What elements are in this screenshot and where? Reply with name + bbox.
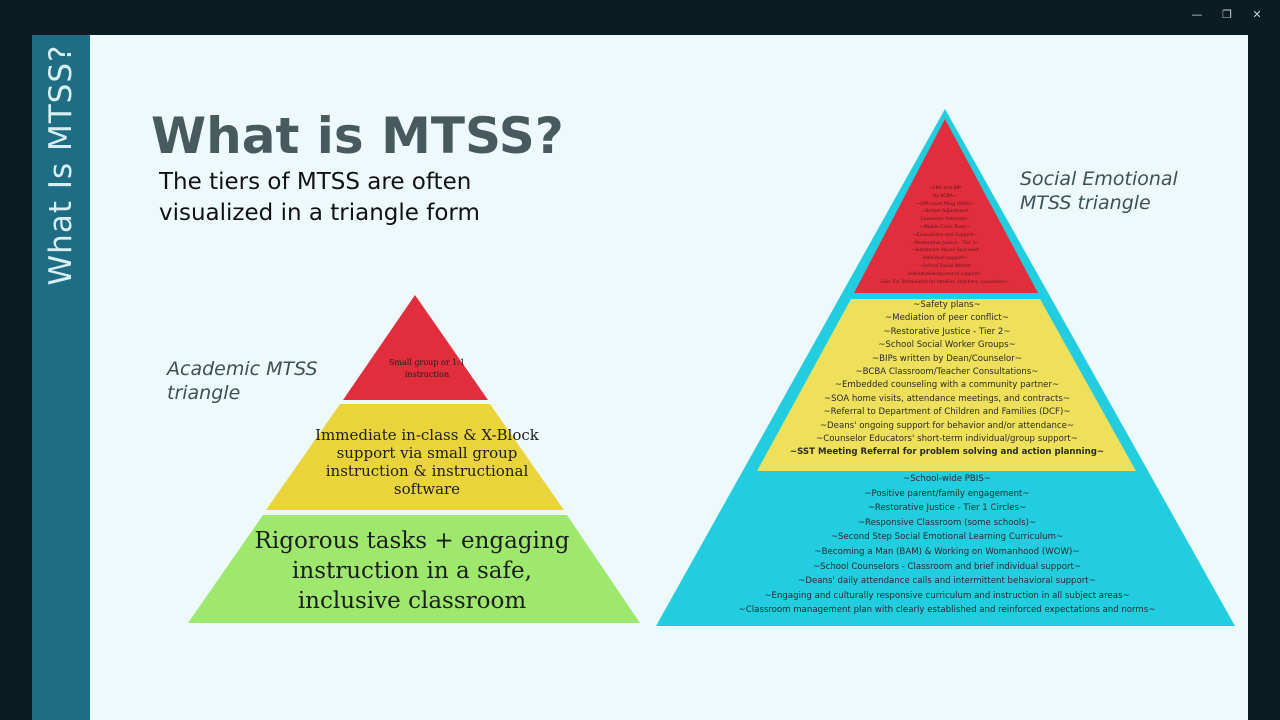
academic-tier3 bbox=[343, 295, 488, 400]
academic-tier1-text: Rigorous tasks + engaging instruction in… bbox=[254, 528, 570, 614]
list-item: ~BIPs written by Dean/Counselor~ bbox=[871, 353, 1023, 364]
list-item: Counselor Referrals~ bbox=[920, 217, 970, 223]
list-item: by BCBA~ bbox=[933, 193, 957, 199]
list-item: ~CPA court filing (SOA)~ bbox=[916, 201, 974, 207]
list-item: ~School Adjustment bbox=[921, 209, 969, 215]
list-item: individual/wraparound support~ bbox=[907, 271, 983, 277]
list-item: ~Classroom management plan with clearly … bbox=[738, 605, 1156, 616]
list-item: ~Mobile Crisis Team~ bbox=[919, 224, 971, 230]
list-item: ~SST Meeting Referral for problem solvin… bbox=[789, 447, 1105, 458]
list-item: ~Referral to Department of Children and … bbox=[823, 407, 1071, 418]
se-tier1-list: ~School-wide PBIS~ ~Positive parent/famil… bbox=[682, 472, 1212, 618]
list-item: ~Embedded counseling with a community pa… bbox=[834, 380, 1060, 391]
se-tier3 bbox=[854, 119, 1038, 293]
academic-tier1 bbox=[188, 515, 640, 623]
slide-sidebar: What Is MTSS? bbox=[32, 35, 90, 720]
slide-subtitle: The tiers of MTSS are often visualized i… bbox=[159, 169, 480, 226]
list-item: ~Counselor Educators' short-term individ… bbox=[816, 434, 1078, 445]
list-item: ~Restorative Justice - Tier 1 Circles~ bbox=[867, 503, 1027, 514]
academic-tier3-text: Small group or 1:1 instruction bbox=[388, 358, 466, 379]
list-item: ~Mediation of peer conflict~ bbox=[884, 313, 1010, 324]
list-item: ~Evaluations and Support~ bbox=[912, 232, 978, 238]
list-item: ~Deans' daily attendance calls and inter… bbox=[798, 576, 1096, 587]
list-item: ~Deans' ongoing support for behavior and… bbox=[819, 420, 1075, 431]
pyramids-graphic bbox=[188, 109, 1235, 626]
academic-tier2-text: Immediate in-class & X-Block support via… bbox=[315, 426, 539, 498]
academic-tier2 bbox=[266, 404, 564, 510]
list-item: ~BCBA Classroom/Teacher Consultations~ bbox=[855, 367, 1039, 378]
list-item: ~FBA and BIP bbox=[929, 186, 961, 191]
minimize-icon[interactable]: — bbox=[1191, 8, 1203, 21]
window-controls: — ❐ ✕ bbox=[1182, 6, 1272, 24]
list-item: ~Engaging and culturally responsive curr… bbox=[764, 590, 1130, 601]
list-item: ~Restorative Justice - Tier 2~ bbox=[883, 326, 1011, 337]
se-tier3-list: ~FBA and BIP by BCBA~ ~CPA court filing (S… bbox=[870, 185, 1020, 286]
list-item: ~Second Step Social Emotional Learning C… bbox=[830, 532, 1064, 543]
list-item: individual support~ bbox=[922, 256, 968, 262]
list-item: ~Safety plans~ bbox=[913, 300, 981, 310]
list-item: ~School Counselors - Classroom and brief… bbox=[812, 561, 1082, 572]
list-item: ~Becoming a Man (BAM) & Working on Woman… bbox=[814, 546, 1080, 557]
restore-icon[interactable]: ❐ bbox=[1222, 8, 1232, 21]
list-item: ~School Social Worker Groups~ bbox=[878, 340, 1016, 351]
list-item: ~SOA home visits, attendance meetings, a… bbox=[823, 393, 1071, 404]
se-tier2-list: ~Safety plans~ ~Mediation of peer conflic… bbox=[777, 299, 1117, 460]
list-item: ~Substance Abuse Specialist bbox=[911, 248, 979, 254]
slide: What Is MTSS? What is MTSS? The tiers of… bbox=[32, 35, 1248, 720]
se-tier2 bbox=[757, 299, 1136, 471]
list-item: ~School-wide PBIS~ bbox=[903, 474, 991, 484]
list-item: ~Responsive Classroom (some schools)~ bbox=[857, 517, 1037, 528]
close-icon[interactable]: ✕ bbox=[1252, 8, 1262, 21]
slide-title: What is MTSS? bbox=[151, 107, 564, 165]
academic-triangle-label: Academic MTSS triangle bbox=[167, 358, 318, 404]
list-item: Gen. Ed. Behaviorist for families, teach… bbox=[880, 279, 1010, 285]
list-item: ~Positive parent/family engagement~ bbox=[864, 488, 1030, 499]
se-tier1 bbox=[661, 476, 1230, 623]
social-emotional-triangle-label: Social Emotional MTSS triangle bbox=[1020, 168, 1178, 214]
list-item: ~School Social Worker bbox=[919, 263, 971, 269]
list-item: ~Restorative Justice - Tier 3~ bbox=[910, 240, 979, 246]
